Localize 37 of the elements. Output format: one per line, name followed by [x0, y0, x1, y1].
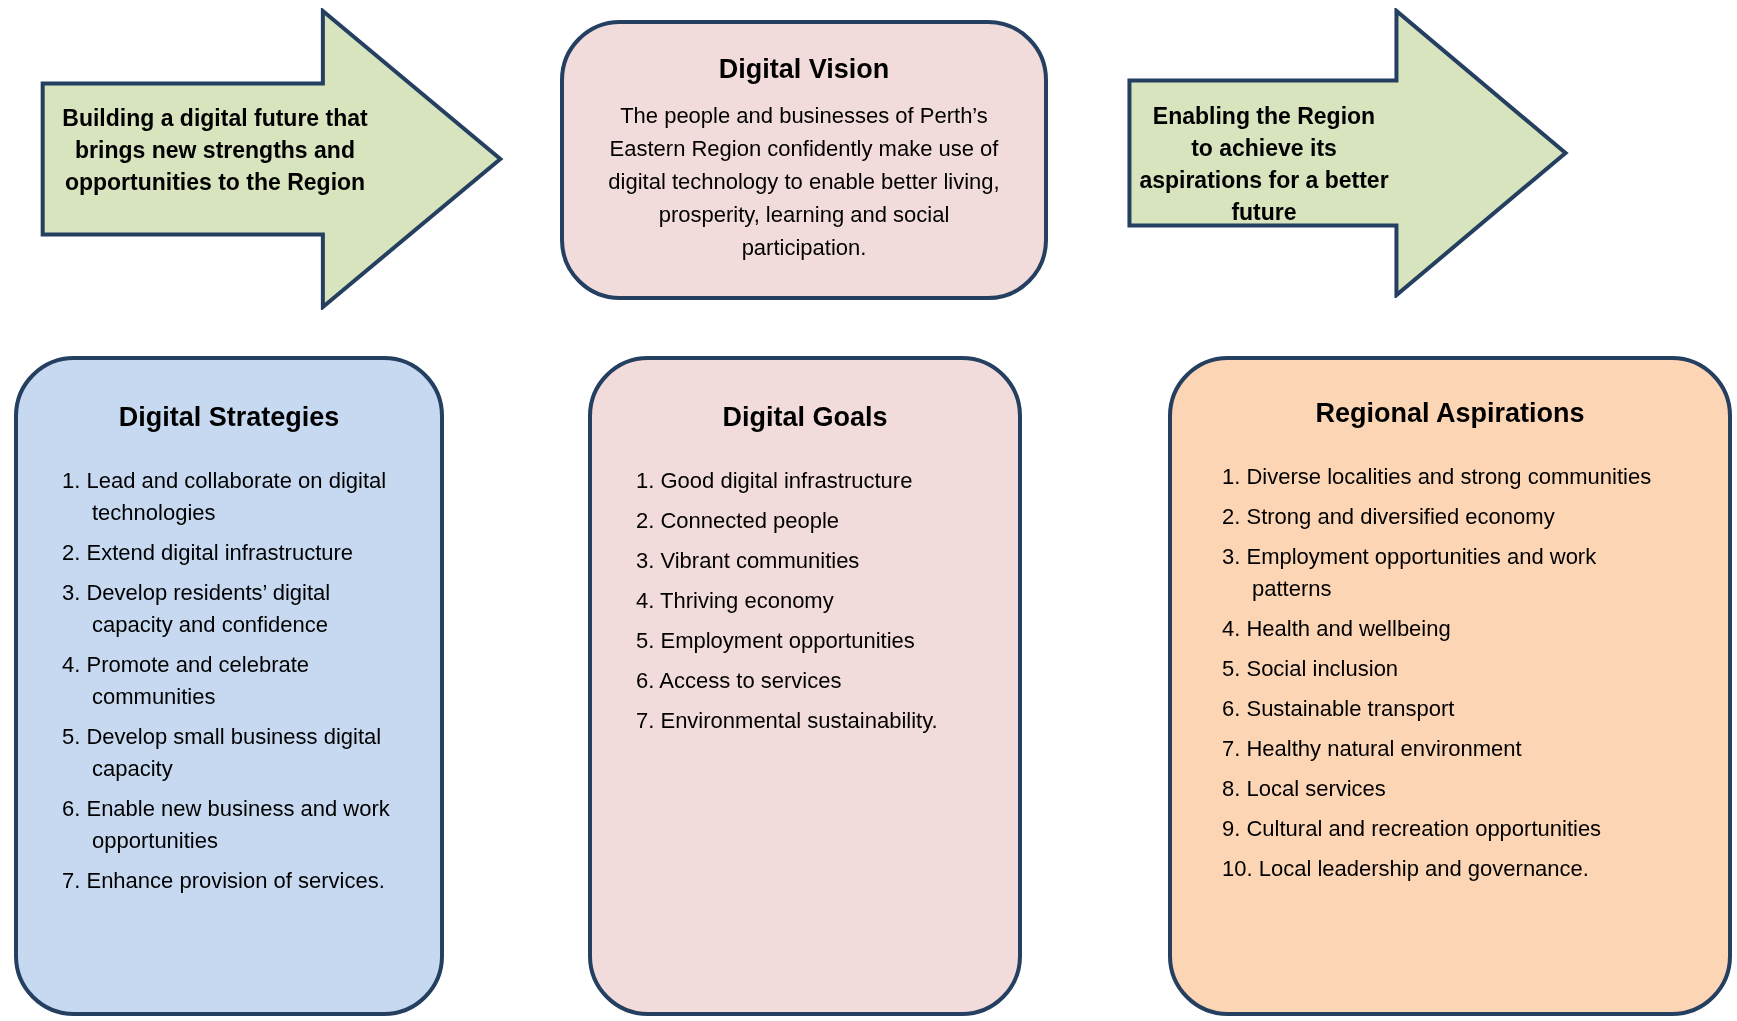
list-item: 3. Employment opportunities and work patterns: [1222, 543, 1598, 603]
list-item: 5. Develop small business digital capacity: [62, 723, 383, 783]
list-item: 7. Healthy natural environment: [1222, 735, 1523, 763]
vision-box: [560, 20, 1048, 300]
list-item: 7. Environmental sustainability.: [636, 707, 939, 735]
box-text: The people and businesses of Perth’s Eastern Region confidently make use of digital technology to enable better living, prosperity, learning and social participation.: [607, 102, 1001, 262]
box-heading: Digital Vision: [717, 54, 891, 85]
list-item: 7. Enhance provision of services.: [62, 867, 386, 895]
list-item: 5. Employment opportunities: [636, 627, 916, 655]
list-item: 9. Cultural and recreation opportunities: [1222, 815, 1603, 843]
list-item: 1. Lead and collaborate on digital technologies: [62, 467, 388, 527]
box-heading: Digital Strategies: [117, 402, 341, 433]
list-item: 6. Sustainable transport: [1222, 695, 1456, 723]
list-item: 4. Health and wellbeing: [1222, 615, 1452, 643]
list-item: 5. Social inclusion: [1222, 655, 1400, 683]
list-item: 2. Connected people: [636, 507, 841, 535]
box-heading: Regional Aspirations: [1314, 398, 1586, 429]
box-heading: Digital Goals: [721, 402, 889, 433]
arrow-shape: [38, 8, 505, 310]
list-item: 4. Promote and celebrate communities: [62, 651, 311, 711]
goals-box: [588, 356, 1022, 1016]
list-item: 1. Diverse localities and strong communities: [1222, 463, 1653, 491]
aspirations-box: [1168, 356, 1732, 1016]
list-item: 6. Access to services: [636, 667, 843, 695]
arrow-text: Enabling the Region to achieve its aspirations for a better future: [1139, 102, 1389, 227]
list-item: 6. Enable new business and work opportunities: [62, 795, 391, 855]
strategies-box: [14, 356, 444, 1016]
list-item: 8. Local services: [1222, 775, 1387, 803]
list-item: 3. Vibrant communities: [636, 547, 861, 575]
list-item: 2. Extend digital infrastructure: [62, 539, 355, 567]
list-item: 3. Develop residents’ digital capacity and confidence: [62, 579, 332, 639]
list-item: 10. Local leadership and governance.: [1222, 855, 1590, 883]
arrow-text: Building a digital future that brings new strengths and opportunities to the Region: [61, 104, 369, 197]
list-item: 2. Strong and diversified economy: [1222, 503, 1556, 531]
list-item: 4. Thriving economy: [636, 587, 835, 615]
list-item: 1. Good digital infrastructure: [636, 467, 914, 495]
arrow-shape: [1125, 8, 1570, 298]
